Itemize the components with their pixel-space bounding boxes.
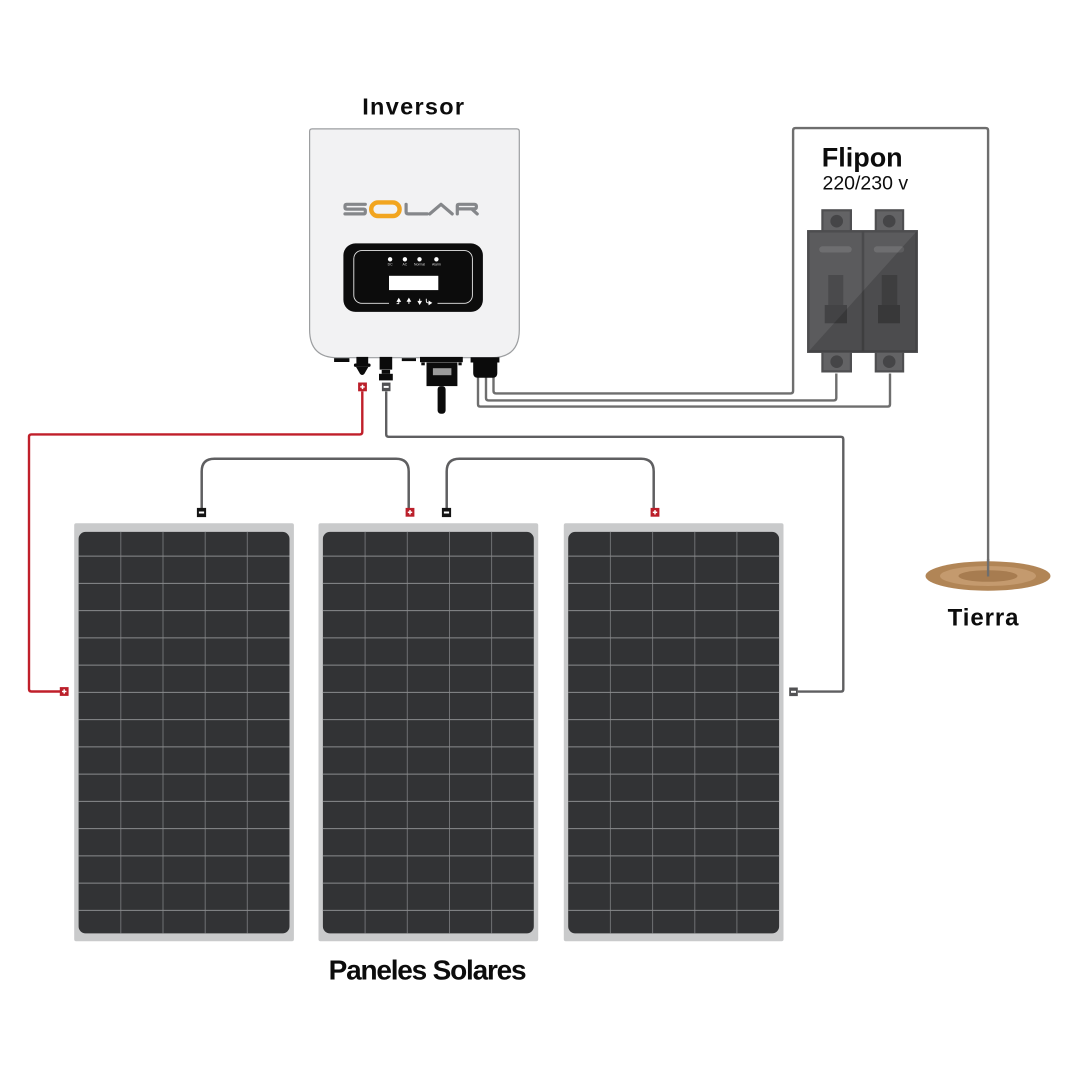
svg-text:Flipon: Flipon bbox=[822, 142, 903, 172]
svg-text:DC: DC bbox=[388, 263, 393, 267]
svg-text:Alarm: Alarm bbox=[432, 263, 441, 267]
svg-text:AC: AC bbox=[403, 263, 408, 267]
svg-text:Inversor: Inversor bbox=[362, 94, 465, 120]
svg-text:220/230 v: 220/230 v bbox=[822, 173, 908, 195]
svg-text:Paneles Solares: Paneles Solares bbox=[329, 955, 526, 986]
svg-text:Tierra: Tierra bbox=[948, 605, 1020, 632]
svg-text:Normal: Normal bbox=[414, 263, 425, 267]
